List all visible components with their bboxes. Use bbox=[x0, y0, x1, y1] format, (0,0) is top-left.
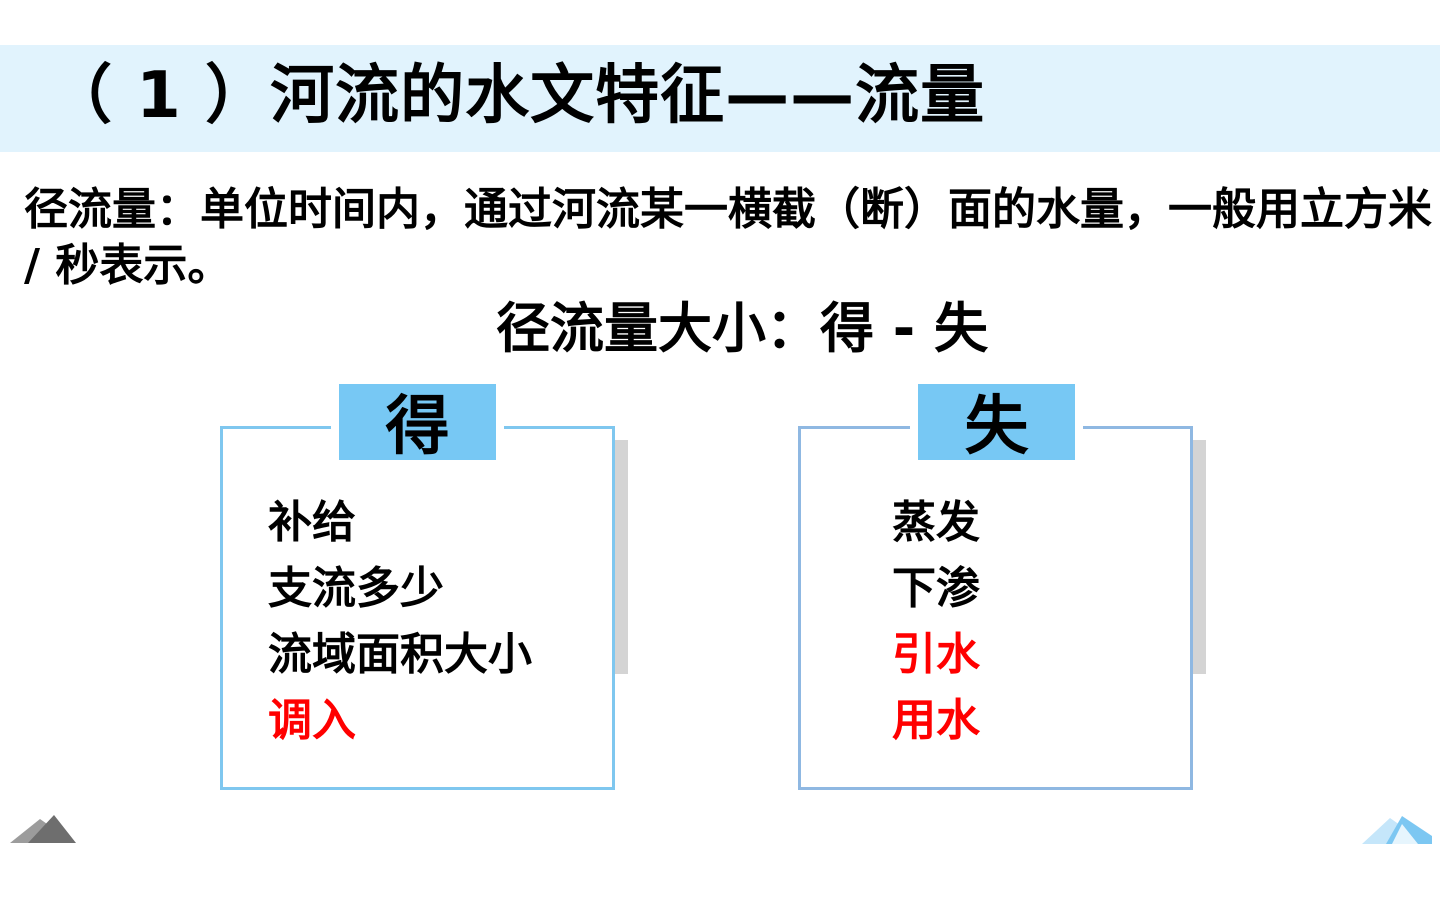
loss-list: 蒸发 下渗 引水 用水 bbox=[892, 490, 980, 754]
definition-text: 径流量：单位时间内，通过河流某一横截（断）面的水量，一般用立方米 / 秒表示。 bbox=[24, 184, 1432, 291]
loss-item: 用水 bbox=[892, 695, 980, 746]
gain-item: 支流多少 bbox=[268, 563, 444, 614]
loss-item: 下渗 bbox=[892, 563, 980, 614]
gain-tab-label: 得 bbox=[339, 384, 496, 464]
mountain-icon-left bbox=[10, 815, 76, 843]
gain-item: 补给 bbox=[268, 497, 356, 548]
title-band bbox=[0, 45, 1440, 152]
loss-item: 蒸发 bbox=[892, 497, 980, 548]
formula-text: 径流量大小：得 - 失 bbox=[495, 297, 988, 360]
slide-title: （ 1 ）河流的水文特征——流量 bbox=[48, 59, 986, 133]
loss-box-shadow bbox=[1192, 440, 1206, 674]
gain-item: 流域面积大小 bbox=[268, 629, 532, 680]
gain-box-shadow bbox=[614, 440, 628, 674]
loss-tab-label: 失 bbox=[918, 384, 1075, 464]
loss-item: 引水 bbox=[892, 629, 980, 680]
gain-item: 调入 bbox=[268, 695, 356, 746]
gain-list: 补给 支流多少 流域面积大小 调入 bbox=[268, 490, 532, 754]
loss-box bbox=[798, 426, 1193, 790]
mountain-icon-right bbox=[1362, 816, 1432, 844]
gain-box bbox=[220, 426, 615, 790]
